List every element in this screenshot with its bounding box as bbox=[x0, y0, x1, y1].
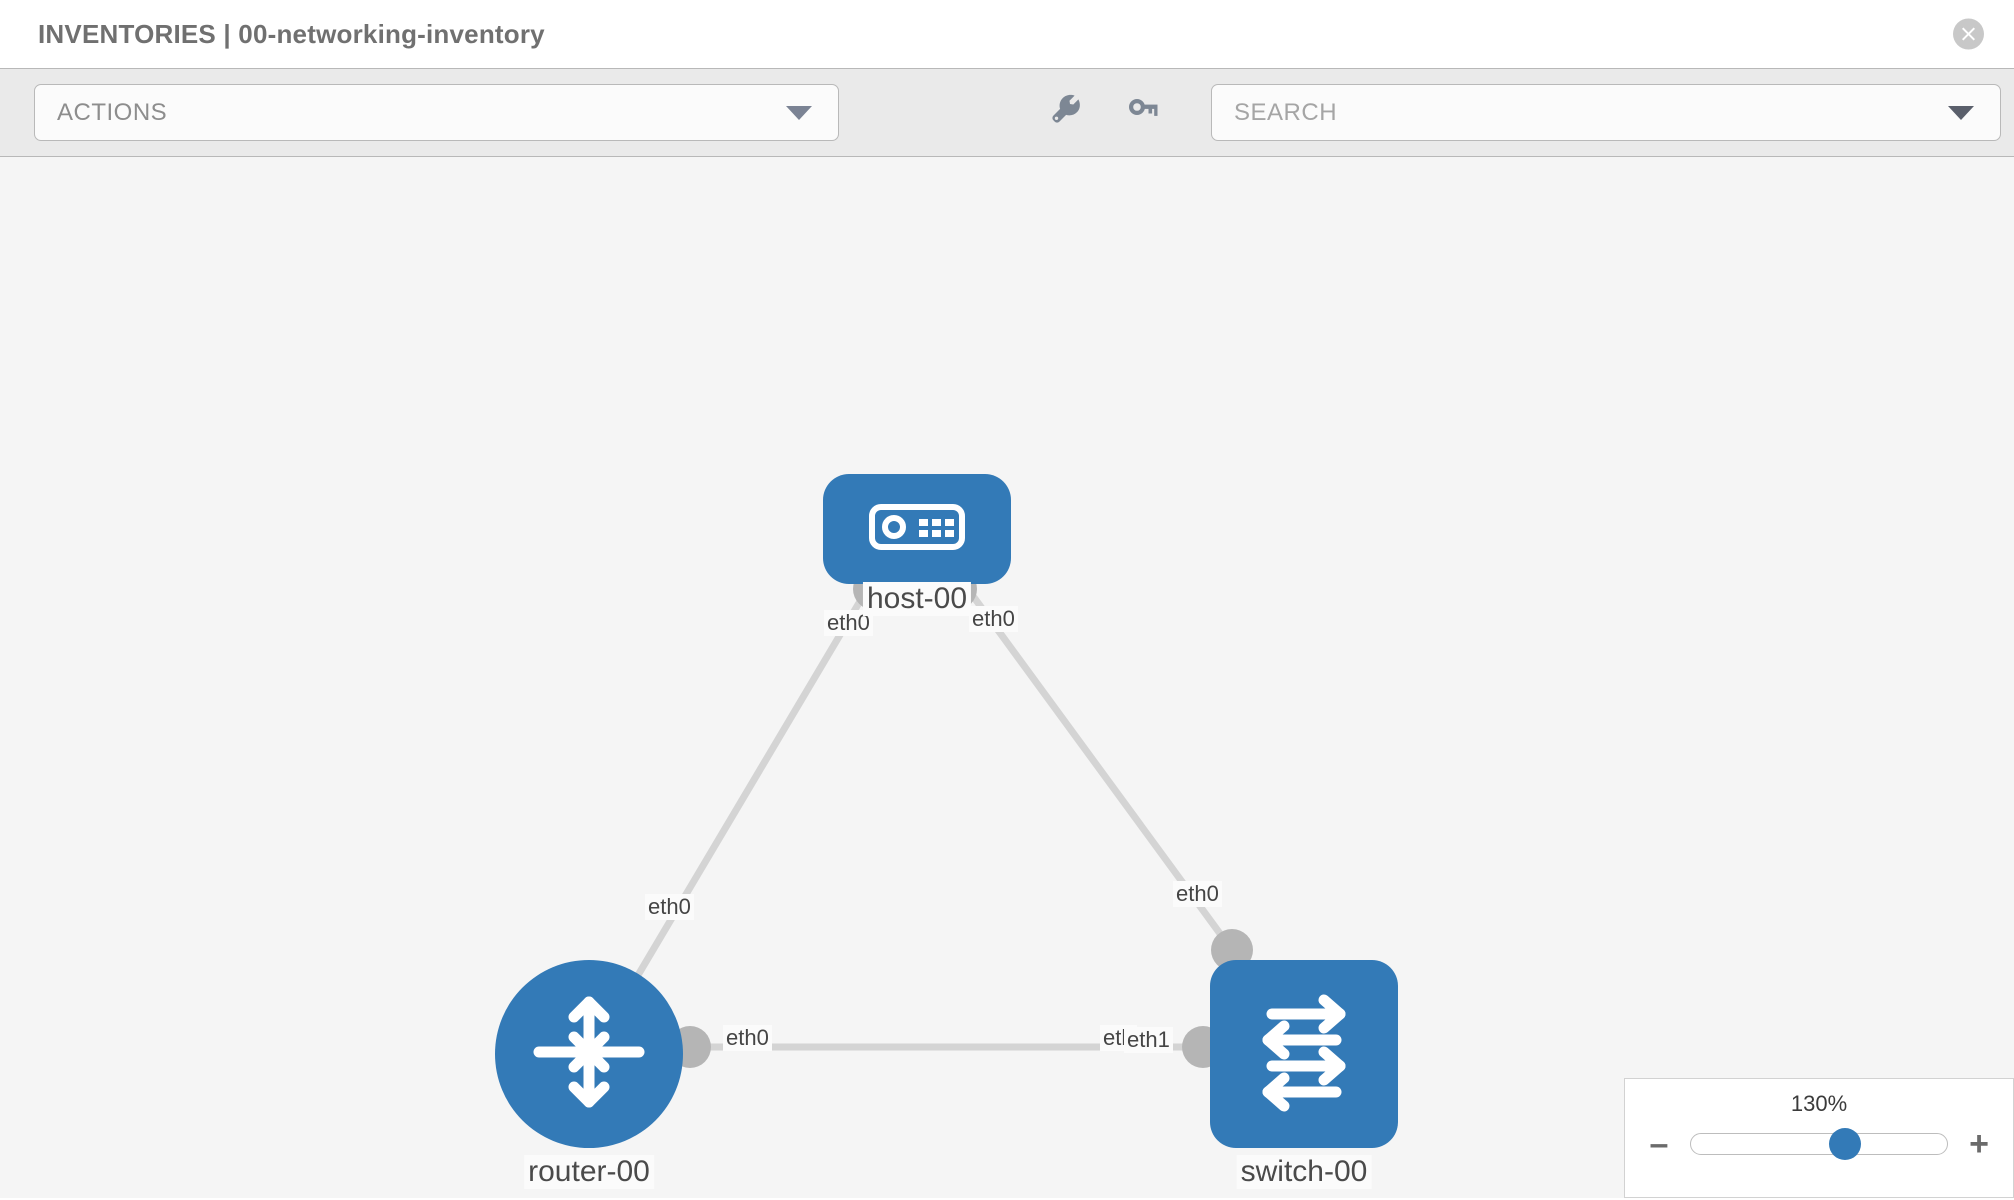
chevron-down-icon bbox=[786, 105, 812, 120]
toolbar: ACTIONS SEARCH bbox=[0, 68, 2014, 157]
zoom-slider-row: – + bbox=[1646, 1127, 1992, 1161]
key-icon bbox=[1125, 93, 1159, 132]
actions-dropdown-label: ACTIONS bbox=[57, 98, 168, 126]
wrench-icon bbox=[1049, 93, 1083, 132]
link-host00-router00 bbox=[627, 579, 876, 989]
node-router-00-shape[interactable] bbox=[495, 960, 683, 1148]
iface-label-switch00-up: eth0 bbox=[1173, 881, 1222, 907]
iface-label-switch00-left: eth1 bbox=[1124, 1027, 1173, 1053]
close-circle-icon bbox=[1959, 25, 1978, 44]
chevron-down-icon bbox=[1948, 105, 1974, 120]
zoom-in-button[interactable]: + bbox=[1969, 1125, 1989, 1163]
page-header: INVENTORIES | 00-networking-inventory bbox=[0, 0, 2014, 68]
actions-dropdown[interactable]: ACTIONS bbox=[34, 84, 839, 141]
node-switch-00[interactable]: switch-00 bbox=[1210, 960, 1398, 1189]
iface-label-host00-right: eth0 bbox=[969, 606, 1018, 632]
search-placeholder: SEARCH bbox=[1234, 98, 1338, 126]
toolbar-icon-group bbox=[1044, 91, 1164, 135]
node-switch-00-label: switch-00 bbox=[1236, 1155, 1372, 1189]
node-switch-00-shape[interactable] bbox=[1210, 960, 1398, 1148]
router-four-arrows-icon bbox=[525, 988, 653, 1121]
iface-label-router00-right: eth0 bbox=[723, 1025, 772, 1051]
node-host-00[interactable]: host-00 bbox=[823, 474, 1011, 616]
zoom-slider-handle[interactable] bbox=[1828, 1128, 1861, 1160]
zoom-out-button[interactable]: – bbox=[1649, 1125, 1669, 1163]
page-title: INVENTORIES | 00-networking-inventory bbox=[38, 18, 545, 49]
zoom-level-value: 130% bbox=[1790, 1091, 1848, 1116]
node-router-00-label: router-00 bbox=[524, 1155, 654, 1189]
close-button[interactable] bbox=[1953, 18, 1984, 50]
iface-label-router00-up: eth0 bbox=[645, 894, 694, 920]
wrench-button[interactable] bbox=[1044, 91, 1088, 135]
node-router-00[interactable]: router-00 bbox=[495, 960, 683, 1189]
switch-bidirectional-arrows-icon bbox=[1244, 992, 1364, 1117]
topology-links-layer bbox=[627, 568, 1253, 1068]
node-host-00-shape[interactable] bbox=[823, 474, 1011, 584]
zoom-slider-track[interactable] bbox=[1690, 1128, 1948, 1160]
zoom-control-panel: 130% – + bbox=[1624, 1078, 2014, 1198]
search-field[interactable]: SEARCH bbox=[1211, 84, 2001, 141]
server-device-icon bbox=[869, 503, 965, 555]
topology-canvas[interactable]: eth0 eth0 eth0 eth0 eth0 eth eth1 host-0… bbox=[0, 157, 2014, 1198]
node-host-00-label: host-00 bbox=[862, 582, 972, 616]
key-button[interactable] bbox=[1120, 91, 1164, 135]
